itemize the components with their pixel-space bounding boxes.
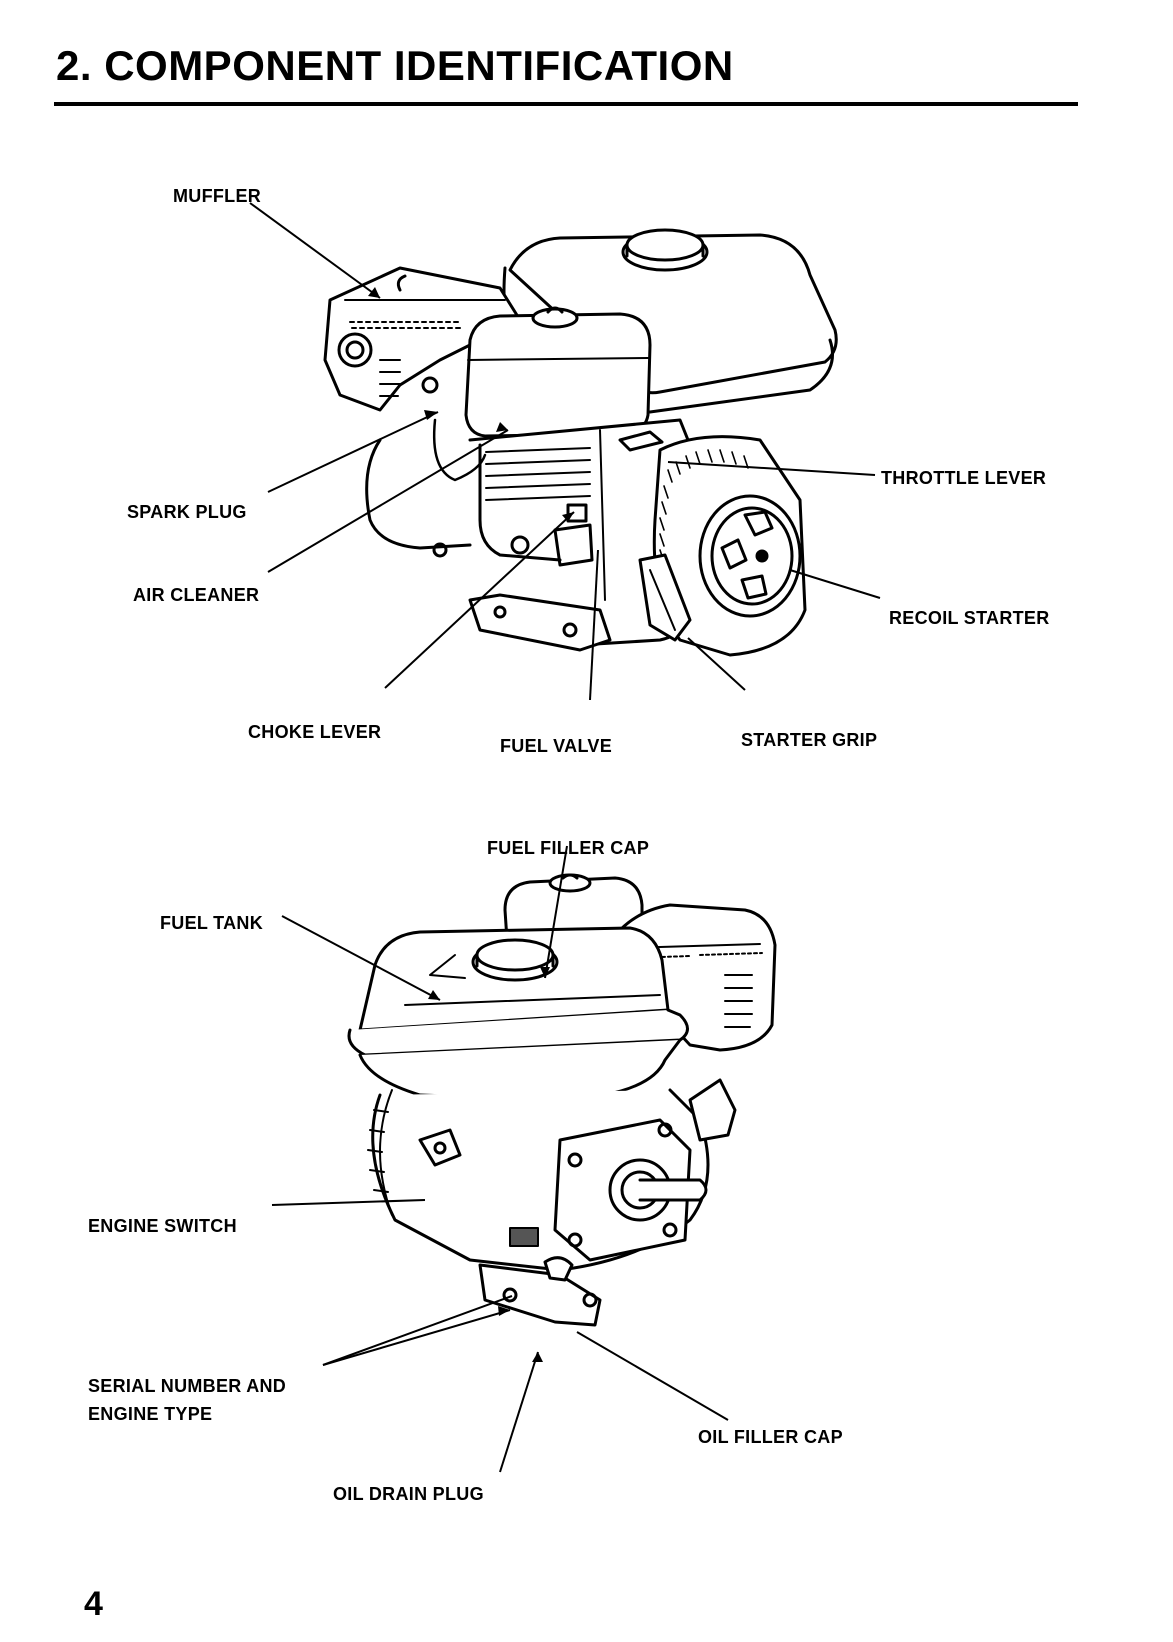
label-throttle-lever: THROTTLE LEVER (881, 468, 1047, 488)
label-muffler: MUFFLER (173, 186, 262, 206)
label-recoil-starter: RECOIL STARTER (889, 608, 1050, 628)
label-starter-grip: STARTER GRIP (741, 730, 878, 750)
leader-lines-top (249, 202, 881, 701)
leader-arrowheads (368, 287, 574, 1362)
engine-top-drawing (323, 228, 838, 657)
leader-lines-bottom (271, 845, 729, 1473)
label-oil-drain-plug: OIL DRAIN PLUG (333, 1484, 484, 1504)
title-rule (54, 102, 1078, 106)
label-fuel-tank: FUEL TANK (160, 913, 264, 933)
label-spark-plug: SPARK PLUG (127, 502, 247, 522)
label-air-cleaner: AIR CLEANER (133, 585, 260, 605)
label-engine-switch: ENGINE SWITCH (88, 1216, 237, 1236)
label-fuel-filler-cap: FUEL FILLER CAP (487, 838, 650, 858)
page-title: 2. COMPONENT IDENTIFICATION (56, 42, 734, 89)
label-serial-number-line2: ENGINE TYPE (88, 1404, 213, 1424)
label-serial-number-line1: SERIAL NUMBER AND (88, 1376, 287, 1396)
label-fuel-valve: FUEL VALVE (500, 736, 613, 756)
label-choke-lever: CHOKE LEVER (248, 722, 382, 742)
label-oil-filler-cap: OIL FILLER CAP (698, 1427, 843, 1447)
label-serial-number: SERIAL NUMBER AND ENGINE TYPE (88, 1372, 286, 1428)
page-number: 4 (84, 1585, 103, 1623)
engine-bottom-drawing (347, 873, 777, 1327)
